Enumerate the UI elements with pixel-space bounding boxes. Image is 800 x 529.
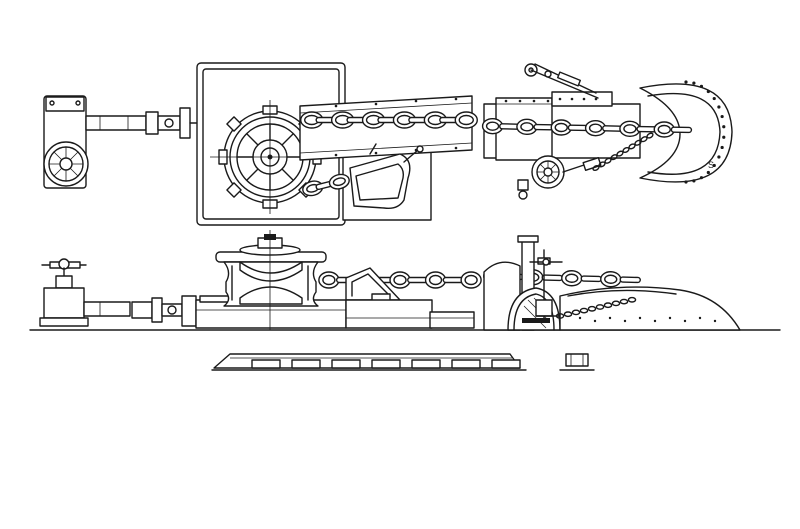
riding-chain-link xyxy=(571,309,581,316)
chain-link xyxy=(561,270,583,287)
riding-chain-link xyxy=(646,132,654,139)
chain-link xyxy=(619,276,641,284)
rivet xyxy=(593,319,597,323)
chain-link xyxy=(565,273,579,283)
flange-bolt xyxy=(692,81,696,85)
flange-bolt xyxy=(684,80,688,84)
plan-handwheel xyxy=(517,155,602,200)
base-slot xyxy=(371,359,401,369)
chain-link xyxy=(541,274,563,282)
base-slot xyxy=(291,359,321,369)
riding-chain-link xyxy=(611,300,621,307)
chain-link xyxy=(600,271,622,288)
flange-bolt xyxy=(699,84,704,88)
rivet xyxy=(638,316,642,320)
elevation-wildcat xyxy=(215,230,327,330)
chain-link xyxy=(657,124,671,135)
chain-link xyxy=(670,126,693,134)
riding-chain-link xyxy=(627,296,637,303)
chain-link xyxy=(407,276,429,284)
flange-bolt xyxy=(720,145,724,150)
rivet xyxy=(683,319,687,323)
chain-link xyxy=(554,122,568,133)
rivet xyxy=(623,319,627,323)
plan-chain-outboard xyxy=(481,117,693,138)
chain-link xyxy=(485,121,500,131)
flange-bolt xyxy=(712,96,716,101)
chain-link xyxy=(393,274,407,286)
chain-link xyxy=(322,274,336,286)
rivet xyxy=(578,316,582,320)
flange-bolt xyxy=(712,163,716,168)
elevation-coupling xyxy=(131,295,197,327)
riding-chain-link xyxy=(595,304,605,310)
base-slot xyxy=(451,359,481,369)
chain-link xyxy=(428,274,443,286)
riding-chain-link xyxy=(603,302,613,309)
elevation-hawse xyxy=(483,235,563,331)
riding-chain-link xyxy=(563,311,573,318)
plan-coupling xyxy=(145,107,213,139)
chain-link xyxy=(328,173,350,190)
riding-chain-link xyxy=(619,298,629,305)
base-slot xyxy=(411,359,441,369)
chain-link xyxy=(623,124,637,134)
elevation-valve xyxy=(39,258,131,327)
chain-link xyxy=(464,274,478,286)
rivet xyxy=(608,316,612,320)
elevation-bow xyxy=(559,286,741,331)
bottom-detail xyxy=(211,353,595,371)
flange-bolt xyxy=(699,176,704,180)
chain-link xyxy=(580,275,602,283)
plan-chain-trough xyxy=(299,95,473,161)
base-slot xyxy=(251,359,281,369)
rivet xyxy=(698,316,702,320)
flange-bolt xyxy=(720,114,724,119)
chain-link xyxy=(460,271,482,289)
chain-link xyxy=(332,177,346,187)
rivet xyxy=(653,319,657,323)
chain-link xyxy=(520,122,534,132)
flange-bolt xyxy=(722,125,726,129)
flange-bolt xyxy=(692,179,696,183)
chain-link xyxy=(424,271,447,289)
flange-bolt xyxy=(717,155,721,159)
elevation-compressor xyxy=(345,267,475,329)
riding-chain-link xyxy=(587,305,597,312)
plan-chain xyxy=(300,111,478,197)
chain-link xyxy=(604,274,618,284)
base-slot xyxy=(491,359,521,369)
flange-bolt xyxy=(706,170,710,175)
base-slot xyxy=(331,359,361,369)
rivet xyxy=(713,319,717,323)
flange-bolt xyxy=(722,135,726,139)
plan-view: S xyxy=(43,62,733,226)
chain-link xyxy=(588,123,603,133)
flange-bolt xyxy=(717,105,721,109)
riding-chain-link xyxy=(579,307,589,314)
elevation-riding-chain xyxy=(535,296,637,319)
chain-link xyxy=(458,114,474,126)
plan-riding-chain xyxy=(592,132,654,172)
flange-bolt xyxy=(706,89,710,94)
flange-bolt xyxy=(684,180,688,184)
plan-gearbox xyxy=(43,95,147,189)
chain-link xyxy=(389,271,411,289)
annotation-s: S xyxy=(708,160,714,170)
chain-link xyxy=(454,111,478,129)
plan-guy-wire xyxy=(524,63,599,99)
plan-compressor xyxy=(349,143,424,210)
elevation-view xyxy=(29,230,781,331)
rivet xyxy=(668,316,672,320)
chain-link xyxy=(318,271,340,289)
chain-link xyxy=(442,276,465,284)
